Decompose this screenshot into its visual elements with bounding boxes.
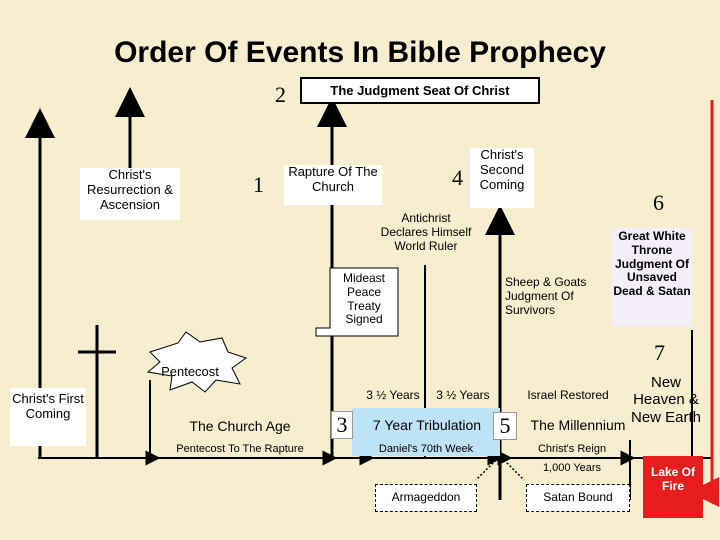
event-number-6: 6 [653, 190, 664, 215]
event-number-1: 1 [253, 172, 264, 197]
first-coming-label: Christ's First Coming [10, 388, 86, 446]
daniels-week-label: Daniel's 70th Week [378, 443, 474, 455]
satan-bound-box: Satan Bound [526, 484, 630, 512]
event-number-3: 3 [331, 411, 353, 439]
judgment-seat-box: The Judgment Seat Of Christ [300, 77, 540, 104]
great-white-throne-label: Great White Throne Judgment Of Unsaved D… [612, 228, 692, 326]
page-title: Order Of Events In Bible Prophecy [114, 36, 606, 69]
event-number-2: 2 [275, 82, 286, 107]
second-half-label: 3 ½ Years [436, 388, 490, 402]
armageddon-box: Armageddon [375, 484, 477, 512]
tribulation-band [352, 408, 500, 456]
millennium-label: The Millennium [530, 417, 626, 433]
antichrist-label: Antichrist Declares Himself World Ruler [380, 211, 472, 253]
church-age-label: The Church Age [189, 418, 291, 434]
event-number-5: 5 [493, 412, 517, 440]
resurrection-label: Christ's Resurrection & Ascension [80, 167, 180, 220]
israel-restored-label: Israel Restored [527, 388, 609, 402]
lake-of-fire-box: Lake Of Fire [643, 456, 703, 518]
mideast-treaty-label: Mideast Peace Treaty Signed [342, 271, 386, 327]
pentecost-label: Pentecost [161, 364, 219, 379]
judgment-to-lake-arrow [689, 100, 719, 507]
tribulation-label: 7 Year Tribulation [372, 417, 482, 433]
christs-reign-label: Christ's Reign [537, 443, 607, 455]
thousand-years-label: 1,000 Years [542, 462, 602, 474]
first-half-label: 3 ½ Years [366, 388, 420, 402]
rapture-label: Rapture Of The Church [284, 164, 382, 205]
church-age-subtitle: Pentecost To The Rapture [176, 443, 304, 455]
event-number-7: 7 [654, 340, 665, 365]
event-number-4: 4 [452, 165, 463, 190]
new-heaven-label: New Heaven & New Earth [630, 374, 702, 426]
pentecost-burst [146, 331, 248, 393]
second-coming-label: Christ's Second Coming [470, 147, 534, 208]
sheep-goats-label: Sheep & Goats Judgment Of Survivors [505, 275, 587, 317]
